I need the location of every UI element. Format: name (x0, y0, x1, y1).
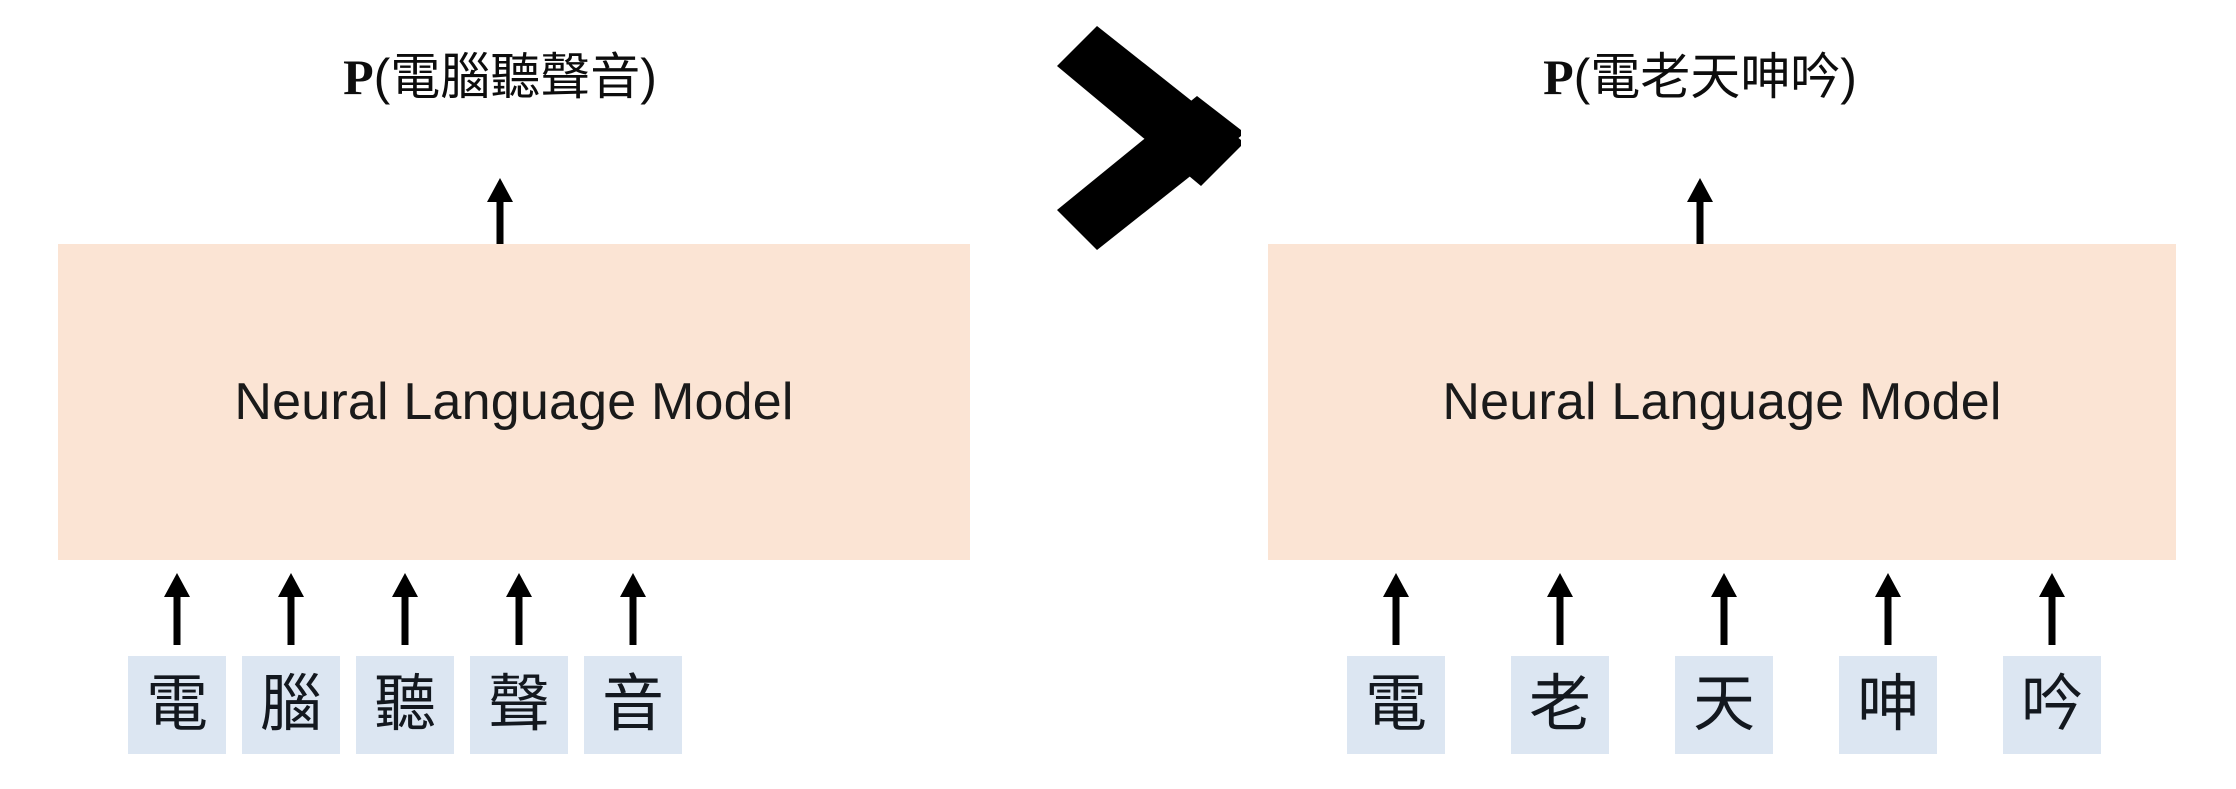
arrow-shaft (173, 593, 181, 645)
neural-language-model-box-left: Neural Language Model (58, 244, 970, 560)
arrow-shaft (515, 593, 523, 645)
token-box[interactable]: 聽 (356, 656, 454, 754)
token-arrow-left-5 (618, 573, 648, 645)
probability-sentence-left: 電腦聽聲音 (390, 49, 641, 105)
token-box[interactable]: 呻 (1839, 656, 1937, 754)
token-char: 老 (1528, 670, 1591, 739)
arrow-shaft (1556, 593, 1564, 645)
token-box[interactable]: 老 (1511, 656, 1609, 754)
neural-language-model-box-right: Neural Language Model (1268, 244, 2176, 560)
token-arrow-right-2 (1545, 573, 1575, 645)
token-char: 電 (1364, 670, 1427, 739)
arrow-shaft (287, 593, 295, 645)
token-arrow-left-1 (162, 573, 192, 645)
arrow-shaft (1392, 593, 1400, 645)
arrow-shaft (629, 593, 637, 645)
token-char: 天 (1692, 670, 1755, 739)
probability-label-right: P(電老天呻吟) (1543, 52, 1857, 102)
arrow-shaft (1696, 198, 1704, 246)
token-char: 吟 (2020, 670, 2083, 739)
token-arrow-left-3 (390, 573, 420, 645)
token-arrow-right-1 (1381, 573, 1411, 645)
token-char: 腦 (259, 670, 322, 739)
probability-close-paren-right: ) (1840, 49, 1857, 105)
token-box[interactable]: 音 (584, 656, 682, 754)
token-arrow-right-4 (1873, 573, 1903, 645)
arrow-shaft (1884, 593, 1892, 645)
arrow-shaft (1720, 593, 1728, 645)
token-char: 音 (601, 670, 664, 739)
output-arrow-right (1685, 178, 1715, 246)
token-char: 電 (145, 670, 208, 739)
token-char: 聽 (373, 670, 436, 739)
arrow-shaft (496, 198, 504, 246)
neural-language-model-label: Neural Language Model (234, 373, 794, 431)
arrow-shaft (2048, 593, 2056, 645)
token-box[interactable]: 吟 (2003, 656, 2101, 754)
probability-open-paren-right: ( (1573, 49, 1591, 105)
greater-than-icon (1045, 18, 1255, 258)
neural-language-model-label: Neural Language Model (1442, 373, 2002, 431)
token-arrow-right-3 (1709, 573, 1739, 645)
probability-close-paren-left: ) (640, 49, 657, 105)
probability-prefix-right: P (1543, 49, 1574, 105)
arrow-shaft (401, 593, 409, 645)
probability-open-paren-left: ( (373, 49, 391, 105)
token-arrow-right-5 (2037, 573, 2067, 645)
token-char: 聲 (487, 670, 550, 739)
token-box[interactable]: 腦 (242, 656, 340, 754)
token-arrow-left-2 (276, 573, 306, 645)
token-box[interactable]: 電 (1347, 656, 1445, 754)
output-arrow-left (485, 178, 515, 246)
probability-prefix-left: P (343, 49, 374, 105)
token-arrow-left-4 (504, 573, 534, 645)
token-char: 呻 (1856, 670, 1919, 739)
probability-sentence-right: 電老天呻吟 (1590, 49, 1841, 105)
token-box[interactable]: 電 (128, 656, 226, 754)
token-box[interactable]: 天 (1675, 656, 1773, 754)
probability-label-left: P(電腦聽聲音) (343, 52, 657, 102)
token-box[interactable]: 聲 (470, 656, 568, 754)
